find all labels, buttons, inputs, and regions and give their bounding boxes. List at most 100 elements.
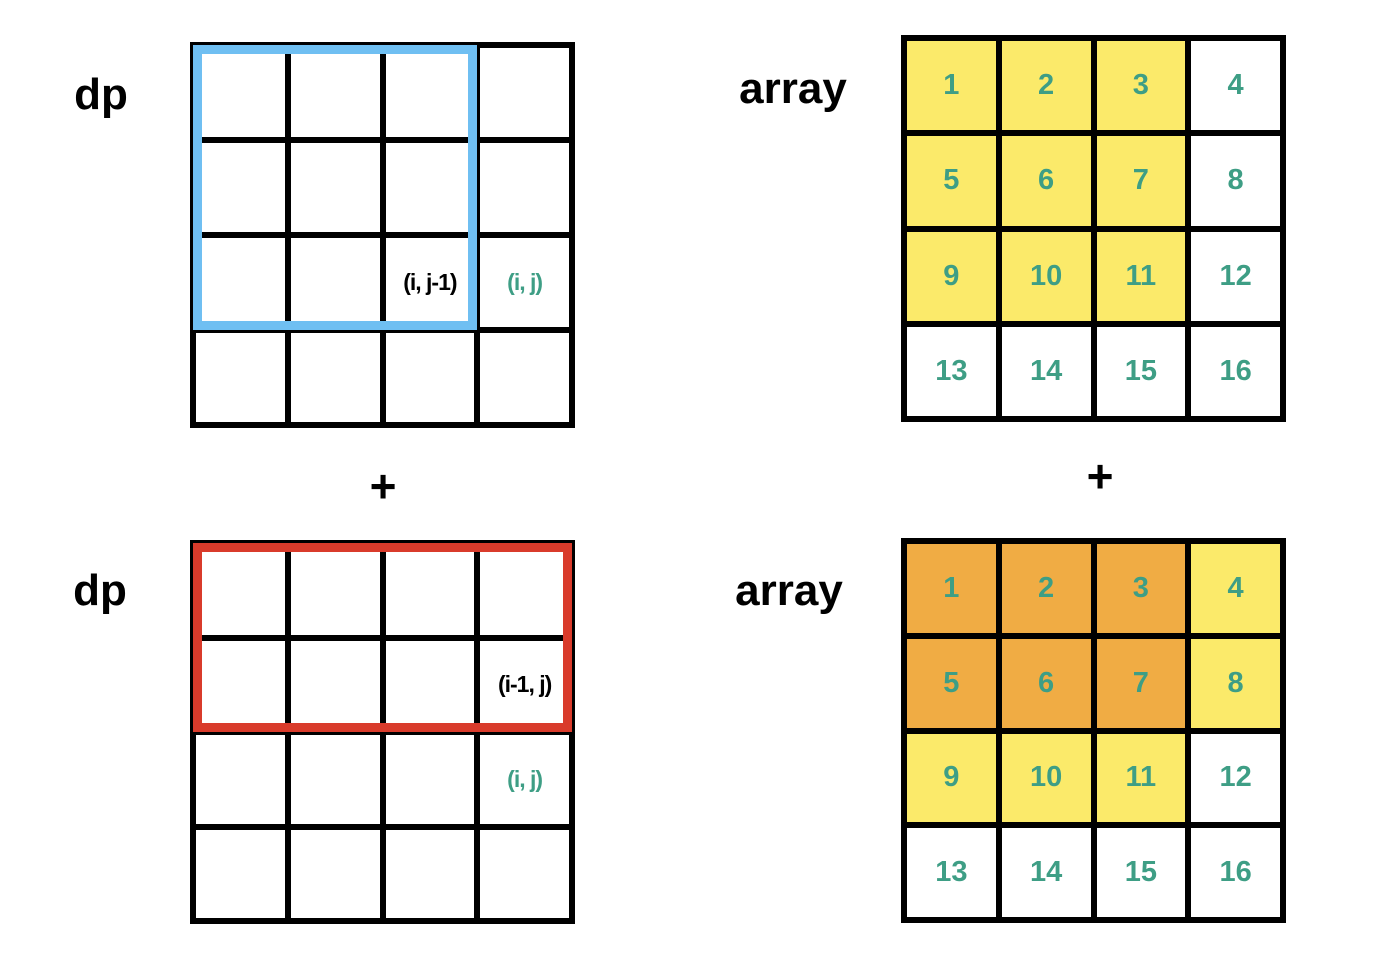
label-i-minus-1-j: (i-1, j) bbox=[497, 671, 552, 698]
dp-cell bbox=[382, 45, 478, 140]
cell-value: 15 bbox=[1124, 856, 1157, 889]
cell-value: 2 bbox=[1038, 69, 1055, 102]
array-cell: 8 bbox=[1188, 133, 1283, 229]
array-cell: 15 bbox=[1093, 323, 1189, 419]
dp-cell-i-j: (i, j) bbox=[477, 732, 572, 827]
array-cell: 12 bbox=[1188, 228, 1283, 324]
dp-cell bbox=[477, 543, 572, 638]
cell-value: 2 bbox=[1038, 571, 1055, 604]
array-cell: 3 bbox=[1093, 541, 1189, 636]
array-cell: 16 bbox=[1188, 323, 1283, 419]
array-cell: 14 bbox=[998, 825, 1094, 920]
array-cell: 13 bbox=[904, 323, 999, 419]
cell-value: 14 bbox=[1029, 856, 1063, 889]
cell-value: 4 bbox=[1227, 571, 1244, 604]
dp-cell bbox=[287, 543, 383, 638]
cell-value: 5 bbox=[943, 164, 960, 197]
array-cell: 1 bbox=[904, 541, 999, 636]
dp-cell bbox=[287, 330, 383, 425]
cell-value: 12 bbox=[1219, 761, 1252, 794]
cell-value: 3 bbox=[1132, 69, 1149, 102]
dp-cell bbox=[193, 235, 288, 330]
dp-cell bbox=[477, 45, 572, 140]
array-cell: 7 bbox=[1093, 133, 1189, 229]
dp-cell bbox=[193, 45, 288, 140]
cell-value: 16 bbox=[1219, 856, 1252, 889]
dp-cell-i-j: (i, j) bbox=[477, 235, 572, 330]
array-cell: 12 bbox=[1188, 730, 1283, 826]
cell-value: 10 bbox=[1029, 761, 1063, 794]
array-cell: 6 bbox=[998, 133, 1094, 229]
dp-cell-i-j-minus-1: (i, j-1) bbox=[382, 235, 478, 330]
cell-value: 10 bbox=[1029, 259, 1063, 292]
dp-cell bbox=[287, 235, 383, 330]
plus-operator-left: + bbox=[369, 460, 397, 512]
array-cell: 2 bbox=[998, 38, 1094, 134]
cell-value: 12 bbox=[1219, 259, 1252, 292]
cell-value: 6 bbox=[1038, 666, 1055, 699]
cell-value: 1 bbox=[943, 69, 960, 102]
cell-value: 16 bbox=[1219, 354, 1252, 387]
cell-value: 11 bbox=[1125, 259, 1157, 292]
cell-value: 1 bbox=[943, 571, 960, 604]
dp-cell bbox=[382, 826, 478, 921]
dp-cell bbox=[193, 140, 288, 235]
dp-cell bbox=[382, 140, 478, 235]
dp-bottom-label: dp bbox=[73, 566, 127, 615]
dp-cell bbox=[477, 140, 572, 235]
array-cell: 4 bbox=[1188, 541, 1283, 636]
dp-cell bbox=[382, 330, 478, 425]
array-cell: 14 bbox=[998, 323, 1094, 419]
cell-value: 8 bbox=[1227, 666, 1244, 699]
array-cell: 16 bbox=[1188, 825, 1283, 920]
cell-value: 8 bbox=[1227, 164, 1244, 197]
array-cell: 4 bbox=[1188, 38, 1283, 134]
array-cell: 15 bbox=[1093, 825, 1189, 920]
dp-cell bbox=[287, 140, 383, 235]
dp-cell bbox=[287, 45, 383, 140]
dp-top-label: dp bbox=[74, 70, 128, 119]
dp-cell bbox=[193, 637, 288, 732]
dp-grid-top: (i, j-1) (i, j) bbox=[190, 42, 575, 428]
cell-value: 9 bbox=[943, 761, 960, 794]
dp-cell bbox=[477, 330, 572, 425]
cell-value: 9 bbox=[943, 259, 960, 292]
dp-cell bbox=[193, 732, 288, 827]
cell-value: 15 bbox=[1124, 354, 1157, 387]
dp-cell bbox=[382, 732, 478, 827]
label-i-j: (i, j) bbox=[507, 269, 543, 295]
cell-value: 6 bbox=[1038, 164, 1055, 197]
dp-cell bbox=[193, 826, 288, 921]
cell-value: 11 bbox=[1125, 761, 1157, 794]
cell-value: 3 bbox=[1132, 571, 1149, 604]
cell-value: 13 bbox=[935, 856, 968, 889]
array-cell: 6 bbox=[998, 635, 1094, 731]
dp-cell bbox=[287, 637, 383, 732]
dp-grid-bottom: (i-1, j) (i, j) bbox=[190, 540, 575, 924]
cell-value: 13 bbox=[935, 354, 968, 387]
array-cell: 5 bbox=[904, 635, 999, 731]
dp-cell-i-minus-1-j: (i-1, j) bbox=[477, 637, 572, 732]
array-cell: 10 bbox=[998, 228, 1094, 324]
array-cell: 11 bbox=[1093, 730, 1189, 826]
array-top-label: array bbox=[739, 64, 847, 113]
cell-value: 14 bbox=[1029, 354, 1063, 387]
label-i-j-minus-1: (i, j-1) bbox=[403, 269, 457, 295]
array-bottom-label: array bbox=[735, 566, 843, 615]
plus-operator-right: + bbox=[1086, 450, 1114, 502]
array-grid-bottom: 1 2 3 4 5 6 7 8 9 10 11 12 13 14 15 16 bbox=[901, 538, 1286, 923]
array-cell: 5 bbox=[904, 133, 999, 229]
dp-cell bbox=[287, 732, 383, 827]
array-cell: 9 bbox=[904, 730, 999, 826]
dp-cell bbox=[382, 637, 478, 732]
cell-value: 4 bbox=[1227, 69, 1244, 102]
array-cell: 9 bbox=[904, 228, 999, 324]
dp-cell bbox=[287, 826, 383, 921]
dp-cell bbox=[477, 826, 572, 921]
label-i-j: (i, j) bbox=[507, 765, 543, 792]
array-cell: 3 bbox=[1093, 38, 1189, 134]
array-cell: 10 bbox=[998, 730, 1094, 826]
array-cell: 1 bbox=[904, 38, 999, 134]
dp-cell bbox=[193, 543, 288, 638]
